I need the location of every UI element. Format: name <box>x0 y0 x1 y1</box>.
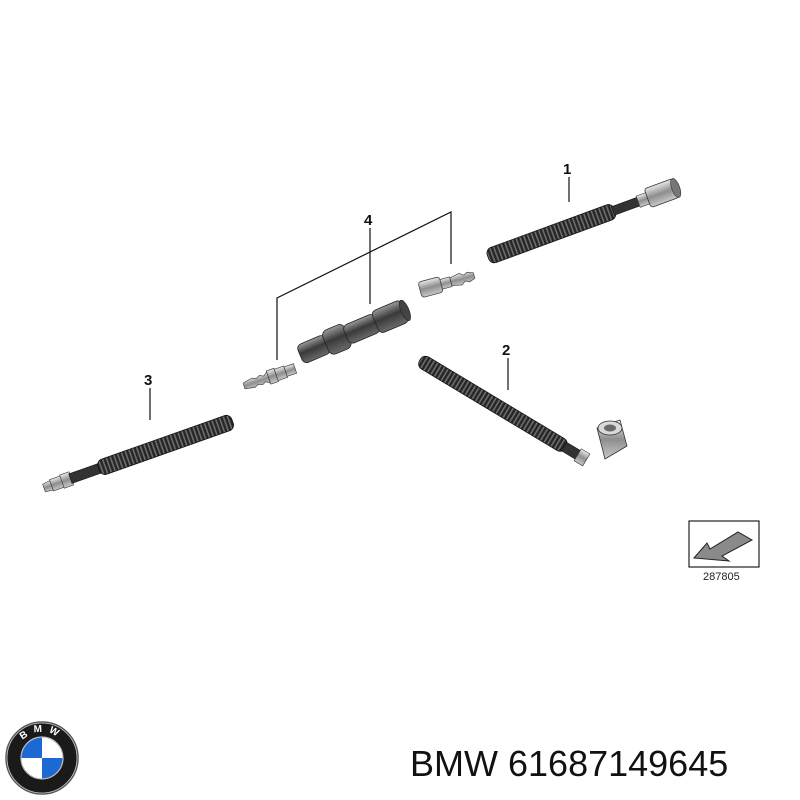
angled-fitting <box>596 419 628 460</box>
bmw-logo-icon: BMW <box>5 721 79 795</box>
reference-arrow-icon <box>692 531 754 562</box>
nipple-right <box>418 271 476 298</box>
callout-1: 1 <box>563 161 571 178</box>
reference-number: 287805 <box>703 571 740 583</box>
callout-4: 4 <box>364 212 373 229</box>
part-caption: BMW 61687149645 <box>410 734 790 794</box>
hose-part-2 <box>418 355 628 467</box>
leader-lines <box>149 177 570 420</box>
coupling-sleeve <box>297 299 411 364</box>
nipple-left <box>242 363 298 390</box>
brand-name: BMW <box>410 743 498 784</box>
part-number: 61687149645 <box>508 743 729 784</box>
connector-set-part-4 <box>242 271 476 390</box>
reference-box: 287805 <box>688 520 760 583</box>
callout-3: 3 <box>144 372 152 389</box>
callouts: 1 2 3 4 <box>144 161 571 389</box>
hose-part-3 <box>42 414 234 493</box>
hose-part-1 <box>486 178 682 264</box>
callout-2: 2 <box>502 342 510 359</box>
